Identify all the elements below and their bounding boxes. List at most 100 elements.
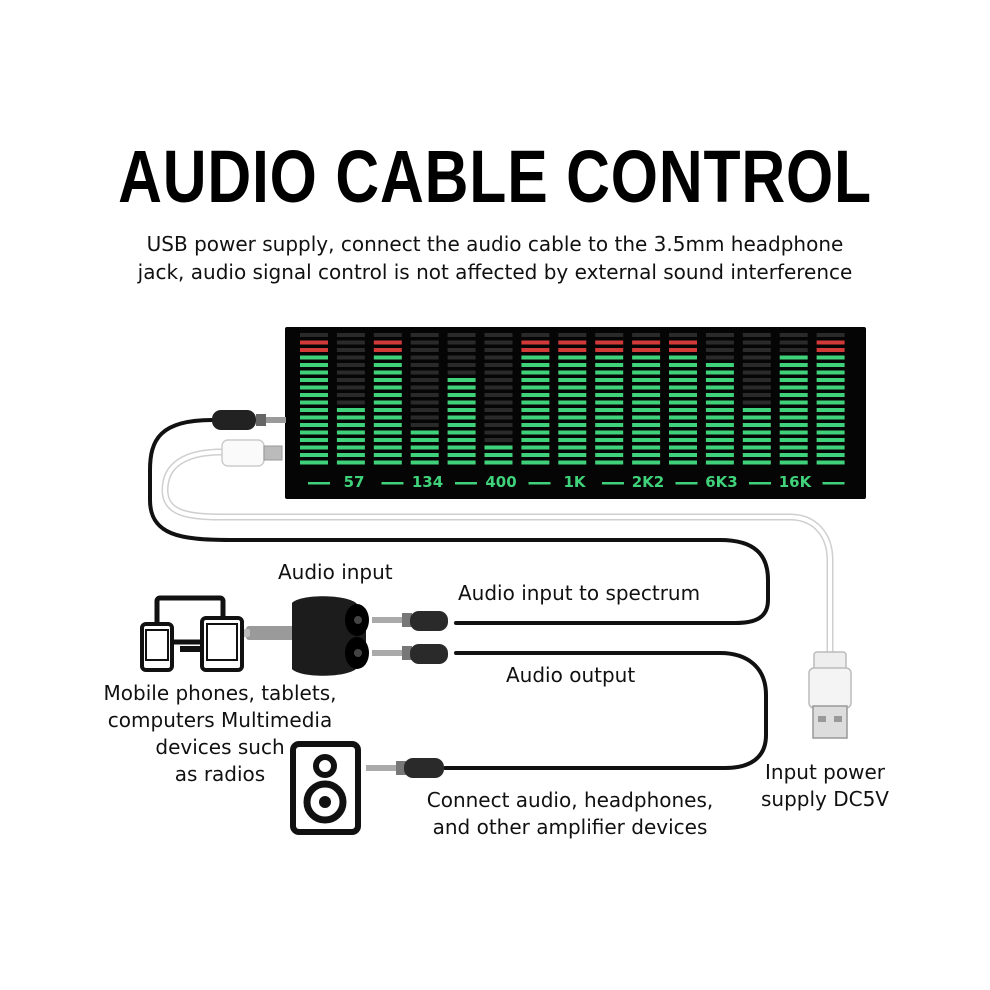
spectrum-segment <box>410 355 439 360</box>
spectrum-segment <box>669 415 697 420</box>
spectrum-segment <box>521 378 550 382</box>
spectrum-segment <box>595 423 624 427</box>
spectrum-segment <box>373 385 402 390</box>
spectrum-segment <box>373 430 402 435</box>
spectrum-segment <box>373 400 402 405</box>
spectrum-segment <box>816 355 845 360</box>
devices-icon <box>140 595 244 672</box>
spectrum-segment <box>336 370 365 375</box>
spectrum-segment <box>300 363 328 367</box>
spectrum-segment <box>373 460 402 465</box>
spectrum-segment <box>742 445 771 450</box>
spectrum-segment <box>595 363 624 367</box>
spectrum-segment <box>816 453 845 457</box>
spectrum-segment <box>779 370 808 375</box>
spectrum-segment <box>669 355 697 360</box>
spectrum-segment <box>336 445 365 450</box>
spectrum-segment <box>595 415 624 420</box>
label-devices-line-4: as radios <box>174 762 266 786</box>
spectrum-segment <box>336 415 365 420</box>
splitter-adapter <box>236 596 369 676</box>
spectrum-frequency-label: 16K <box>779 473 813 491</box>
spectrum-segment <box>669 348 697 352</box>
spectrum-segment <box>300 415 328 420</box>
spectrum-segment <box>779 378 808 382</box>
spectrum-segment <box>558 393 587 397</box>
spectrum-segment <box>742 363 771 367</box>
spectrum-segment <box>447 385 476 390</box>
spectrum-segment <box>373 355 402 360</box>
spectrum-segment <box>447 453 476 457</box>
spectrum-segment <box>447 355 476 360</box>
spectrum-segment <box>705 445 734 450</box>
spectrum-segment <box>447 408 476 412</box>
spectrum-segment <box>484 385 513 390</box>
spectrum-segment <box>669 438 697 442</box>
spectrum-segment <box>632 340 661 345</box>
spectrum-segment <box>632 363 661 367</box>
spectrum-segment <box>779 393 808 397</box>
spectrum-segment <box>410 340 439 345</box>
spectrum-segment <box>447 378 476 382</box>
spectrum-segment <box>632 393 661 397</box>
spectrum-segment <box>373 438 402 442</box>
spectrum-segment <box>410 333 439 337</box>
label-connect-audio-line-2: and other amplifier devices <box>432 815 708 839</box>
spectrum-segment <box>410 453 439 457</box>
spectrum-segment <box>447 445 476 450</box>
label-audio-output: Audio output <box>506 663 636 687</box>
spectrum-segment <box>669 445 697 450</box>
spectrum-segment <box>521 355 550 360</box>
spectrum-segment <box>300 445 328 450</box>
spectrum-segment <box>484 453 513 457</box>
spectrum-segment <box>484 423 513 427</box>
spectrum-segment <box>336 393 365 397</box>
spectrum-segment <box>521 363 550 367</box>
cables <box>148 418 834 770</box>
label-devices-line-3: devices such <box>155 735 285 759</box>
spectrum-frequency-label: 134 <box>412 473 443 491</box>
label-devices-line-1: Mobile phones, tablets, <box>103 681 337 705</box>
spectrum-segment <box>447 340 476 345</box>
audio-cable-output <box>443 651 768 770</box>
spectrum-segment <box>742 408 771 412</box>
audio-cable-spectrum <box>148 418 770 625</box>
spectrum-segment <box>521 430 550 435</box>
spectrum-segment <box>300 348 328 352</box>
spectrum-label-dash <box>381 482 404 485</box>
spectrum-segment <box>373 370 402 375</box>
label-power-line-1: Input power <box>765 760 885 784</box>
spectrum-label-dash <box>602 482 624 485</box>
spectrum-segment <box>484 430 513 435</box>
spectrum-segment <box>558 348 587 352</box>
spectrum-segment <box>742 340 771 345</box>
spectrum-segment <box>632 445 661 450</box>
spectrum-segment <box>521 460 550 465</box>
spectrum-segment <box>336 430 365 435</box>
spectrum-segment <box>595 348 624 352</box>
spectrum-segment <box>779 445 808 450</box>
label-power-line-2: supply DC5V <box>760 787 889 811</box>
spectrum-segment <box>779 423 808 427</box>
spectrum-segment <box>484 355 513 360</box>
spectrum-segment <box>484 333 513 337</box>
page-title: AUDIO CABLE CONTROL <box>118 135 872 218</box>
spectrum-segment <box>521 423 550 427</box>
spectrum-segment <box>558 355 587 360</box>
spectrum-label-dash <box>822 482 845 485</box>
spectrum-segment <box>779 385 808 390</box>
spectrum-segment <box>410 408 439 412</box>
label-power: Input power supply DC5V <box>740 759 910 813</box>
spectrum-segment <box>669 393 697 397</box>
spectrum-segment <box>447 348 476 352</box>
spectrum-segment <box>558 378 587 382</box>
spectrum-segment <box>300 370 328 375</box>
spectrum-segment <box>742 370 771 375</box>
spectrum-frequency-label: 1K <box>563 473 586 491</box>
spectrum-segment <box>373 378 402 382</box>
spectrum-segment <box>632 348 661 352</box>
spectrum-segment <box>336 348 365 352</box>
spectrum-segment <box>300 453 328 457</box>
speaker-plug <box>366 758 444 778</box>
label-audio-input-to-spectrum: Audio input to spectrum <box>458 581 701 605</box>
